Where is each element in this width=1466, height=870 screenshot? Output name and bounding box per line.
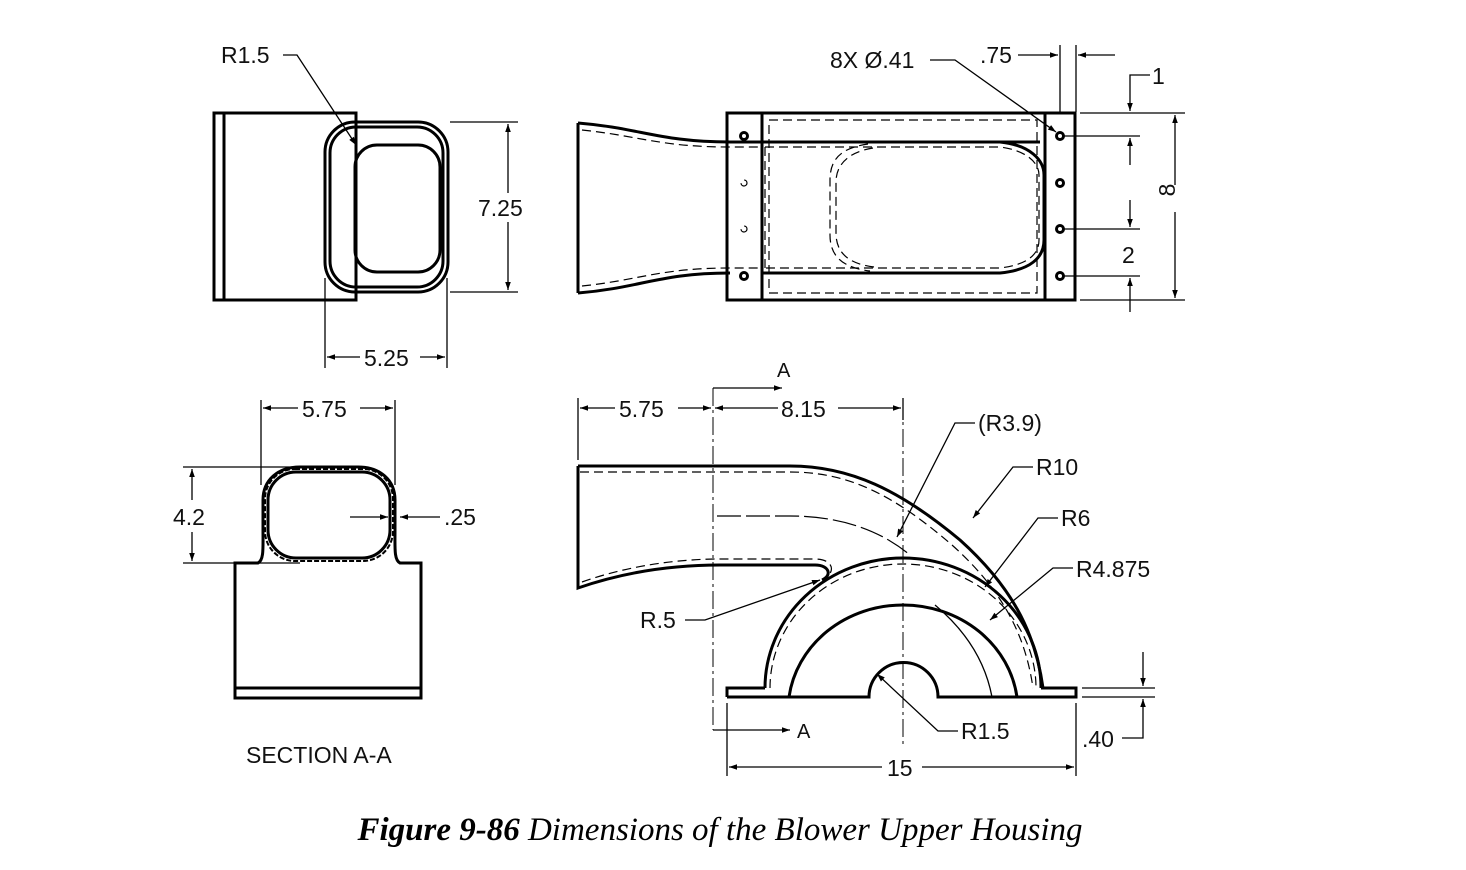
- ref-radius-leader: [896, 422, 975, 538]
- section-hatch: [264, 468, 394, 562]
- outer-radius-label: R10: [1036, 454, 1078, 480]
- outlet-opening: [353, 143, 442, 274]
- fillet-radius-leader: [685, 579, 821, 621]
- width-dimension: 5.25: [364, 345, 409, 371]
- duct-inner-outline: [266, 470, 392, 560]
- r6-hidden-arc: [769, 563, 1037, 689]
- outlet-wall-outline: [328, 125, 445, 289]
- dimension-line: [1122, 699, 1146, 739]
- section-outline: [233, 465, 423, 700]
- section-marker-top: A: [777, 360, 791, 382]
- inner-radius-label: R4.875: [1076, 556, 1150, 582]
- hidden-base-outline: [768, 119, 1038, 294]
- inlet-lower-edge: [576, 466, 830, 591]
- duct-hidden-curve: [829, 143, 871, 272]
- housing-body-outline: [212, 111, 358, 302]
- ref-radius-label: (R3.9): [978, 410, 1042, 436]
- section-view: 5.75 4.2 .25 SECTION A-A: [173, 396, 476, 768]
- inlet-hidden-lower: [581, 267, 760, 287]
- bolt-hole: [739, 131, 749, 141]
- edge-leader: [1127, 74, 1150, 111]
- duct-hidden-curve: [835, 147, 875, 268]
- edge-dimension: 1: [1152, 63, 1165, 89]
- hidden-bolt-hole: [740, 179, 748, 187]
- inner-arc: [934, 604, 993, 698]
- hub-radius-leader: [876, 673, 958, 732]
- overall-length-dimension: 15: [887, 755, 913, 781]
- figure-title: Dimensions of the Blower Upper Housing: [527, 812, 1083, 848]
- centerline-path: [717, 515, 911, 556]
- wall-thickness-dimension: .25: [444, 504, 476, 530]
- offset-dimension: .75: [980, 42, 1012, 68]
- bolt-hole: [739, 271, 749, 281]
- figure-caption: Figure 9-86 Dimensions of the Blower Upp…: [0, 812, 1440, 849]
- outer-radius-leader: [972, 466, 1033, 519]
- bolt-hole: [1055, 131, 1065, 141]
- inlet-upper-edge: [577, 121, 1040, 144]
- duct-hidden-outline: [765, 146, 1040, 269]
- fillet-radius-label: R.5: [640, 607, 676, 633]
- top-view: 8X Ø.41 .75 1 2 8: [576, 42, 1185, 312]
- section-marker-bottom: A: [797, 721, 811, 743]
- base-flange: [725, 661, 1078, 699]
- radius-leader: [283, 54, 357, 146]
- inlet-length-dimension: 5.75: [619, 396, 664, 422]
- figure-number: Figure 9-86: [357, 812, 520, 848]
- spacing-dimension: 2: [1122, 242, 1135, 268]
- duct-outline: [762, 140, 1046, 275]
- inlet-lower-edge: [577, 271, 731, 295]
- mid-radius-label: R6: [1061, 505, 1090, 531]
- section-title: SECTION A-A: [246, 742, 392, 768]
- height-dimension: 7.25: [478, 195, 523, 221]
- inlet-hidden-upper: [581, 129, 760, 148]
- hub-radius-label: R1.5: [961, 718, 1010, 744]
- front-view: A A 5.75 8.15 (R3.9) R10 R6 R4.875 R.5 R…: [576, 360, 1155, 781]
- overall-height-dimension: 8: [1154, 184, 1180, 197]
- holes-leader: [930, 59, 1057, 133]
- outer-scroll-hidden: [580, 471, 1034, 689]
- inlet-hidden-lower: [581, 558, 832, 583]
- radius-label: R1.5: [221, 42, 270, 68]
- end-view: R1.5 7.25 5.25: [212, 42, 523, 371]
- inner-radius-leader: [989, 567, 1073, 621]
- center-offset-dimension: 8.15: [781, 396, 826, 422]
- base-thickness-dimension: .40: [1082, 726, 1114, 752]
- section-height-dimension: 4.2: [173, 504, 205, 530]
- holes-callout: 8X Ø.41: [830, 47, 914, 73]
- bolt-hole: [1055, 224, 1065, 234]
- bolt-hole: [1055, 271, 1065, 281]
- hidden-bolt-hole: [740, 225, 748, 233]
- section-width-dimension: 5.75: [302, 396, 347, 422]
- bolt-hole: [1055, 178, 1065, 188]
- mid-radius-leader: [984, 517, 1058, 588]
- outlet-outer-outline: [323, 120, 450, 294]
